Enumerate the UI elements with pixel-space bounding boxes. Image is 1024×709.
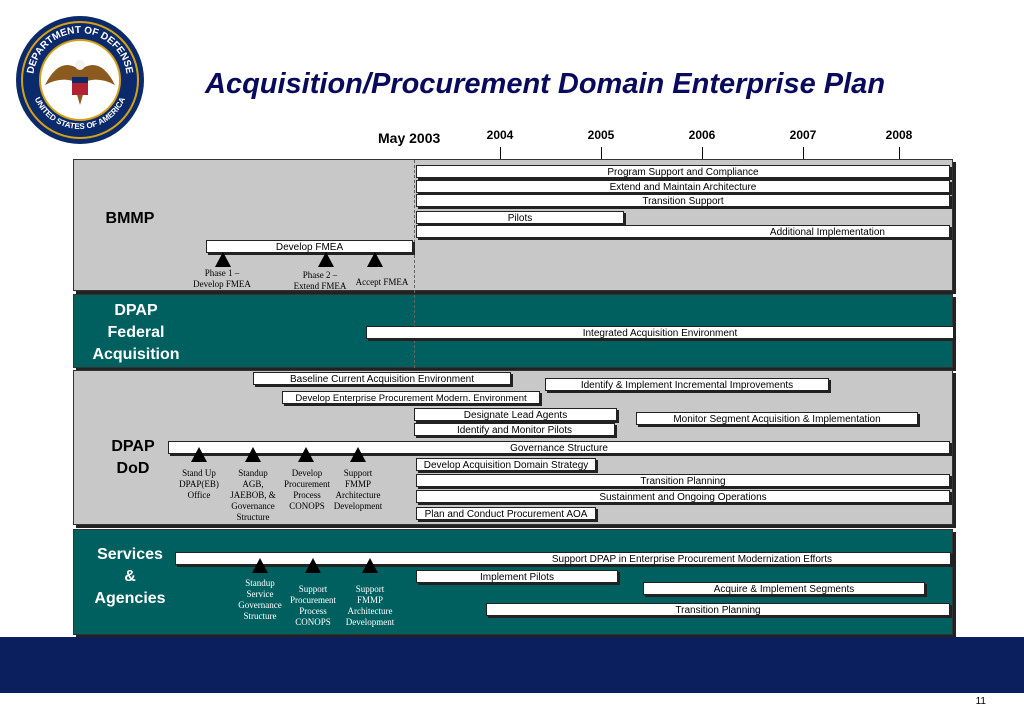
milestone-label: Standup AGB, JAEBOB, & Governance Struct…: [230, 468, 276, 522]
milestone-triangle-icon: [362, 558, 378, 573]
bar-support-dpap: Support DPAP in Enterprise Procurement M…: [175, 552, 951, 565]
footer-band: [0, 637, 1024, 693]
current-date-divider: [414, 160, 415, 368]
year-label-2008: 2008: [885, 128, 913, 142]
milestone-triangle-icon: [298, 447, 314, 462]
milestone-label: Support Procurement Process CONOPS: [290, 584, 336, 627]
bar-program-support: Program Support and Compliance: [416, 165, 950, 178]
milestone-label: Support FMMP Architecture Development: [345, 584, 395, 627]
bar-extend-maintain: Extend and Maintain Architecture: [416, 180, 950, 193]
department-of-defense-seal-icon: DEPARTMENT OF DEFENSE UNITED STATES OF A…: [16, 16, 144, 144]
bar-develop-domain-strategy: Develop Acquisition Domain Strategy: [416, 458, 596, 471]
bmmp-label: BMMP: [105, 210, 155, 227]
milestone-triangle-icon: [305, 558, 321, 573]
milestone-triangle-icon: [245, 447, 261, 462]
bar-additional-implementation: Additional Implementation: [416, 225, 950, 238]
dpap-federal-label: DPAP Federal Acquisition: [92, 302, 180, 363]
bar-designate-lead-agents: Designate Lead Agents: [414, 408, 617, 421]
year-label-2006: 2006: [688, 128, 716, 142]
milestone-triangle-icon: [367, 252, 383, 267]
bar-pilots: Pilots: [416, 211, 624, 224]
year-label-2005: 2005: [587, 128, 615, 142]
bar-acquire-implement-segments: Acquire & Implement Segments: [643, 582, 925, 595]
year-tick: [899, 147, 900, 161]
bar-develop-enterprise-procurement: Develop Enterprise Procurement Modern. E…: [282, 391, 540, 404]
page-number: 11: [975, 696, 986, 707]
bar-transition-support: Transition Support: [416, 194, 950, 207]
milestone-triangle-icon: [215, 252, 231, 267]
milestone-triangle-icon: [318, 252, 334, 267]
bar-integrated-acquisition-environment: Integrated Acquisition Environment: [366, 326, 954, 339]
milestone-label: Stand Up DPAP(EB) Office: [179, 468, 219, 500]
milestone-label: Phase 2 – Extend FMEA: [293, 270, 347, 291]
year-tick: [803, 147, 804, 161]
bar-baseline-environment: Baseline Current Acquisition Environment: [253, 372, 511, 385]
milestone-triangle-icon: [252, 558, 268, 573]
milestone-label: Accept FMEA: [355, 277, 409, 287]
dpap-dod-label: DPAP DoD: [111, 438, 155, 477]
page-title: Acquisition/Procurement Domain Enterpris…: [205, 68, 886, 100]
bar-identify-implement-improvements: Identify & Implement Incremental Improve…: [545, 378, 829, 391]
bar-transition-planning-dod: Transition Planning: [416, 474, 950, 487]
bar-implement-pilots: Implement Pilots: [416, 570, 618, 583]
year-label-2004: 2004: [486, 128, 514, 142]
milestone-label: Develop Procurement Process CONOPS: [284, 468, 330, 511]
year-tick: [500, 147, 501, 161]
year-label-2007: 2007: [789, 128, 817, 142]
bar-develop-fmea: Develop FMEA: [206, 240, 413, 253]
bar-plan-procurement-aoa: Plan and Conduct Procurement AOA: [416, 507, 596, 520]
bar-monitor-segment-acquisition: Monitor Segment Acquisition & Implementa…: [636, 412, 918, 425]
bar-transition-planning-services: Transition Planning: [486, 603, 950, 616]
milestone-triangle-icon: [191, 447, 207, 462]
milestone-triangle-icon: [350, 447, 366, 462]
milestone-label: Standup Service Governance Structure: [238, 578, 282, 621]
year-tick: [702, 147, 703, 161]
bar-identify-monitor-pilots: Identify and Monitor Pilots: [414, 423, 615, 436]
bar-governance-structure: Governance Structure: [168, 441, 950, 454]
bar-sustainment-operations: Sustainment and Ongoing Operations: [416, 490, 950, 503]
year-tick: [601, 147, 602, 161]
services-agencies-label: Services & Agencies: [94, 546, 166, 607]
as-of-date: May 2003: [378, 130, 441, 146]
milestone-label: Support FMMP Architecture Development: [333, 468, 383, 511]
milestone-label: Phase 1 – Develop FMEA: [193, 268, 251, 289]
